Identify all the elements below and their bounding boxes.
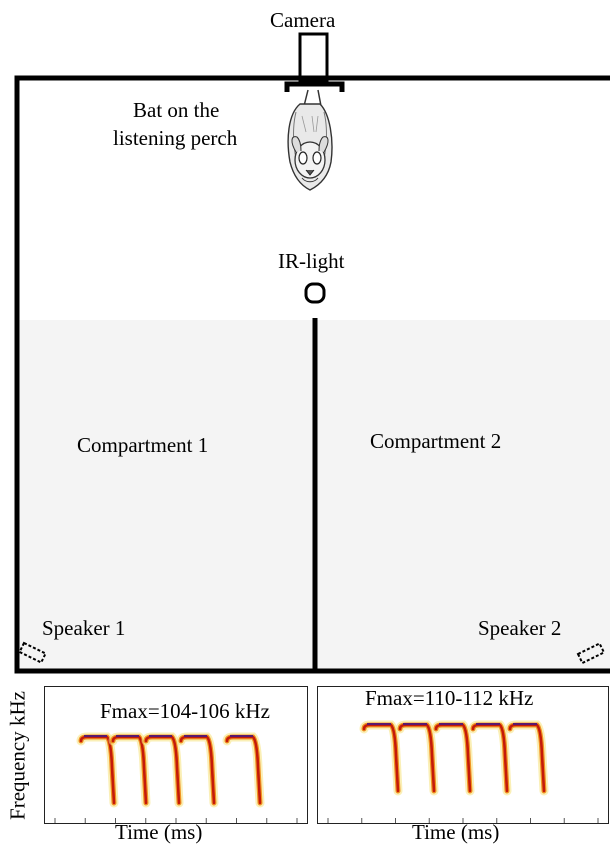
- call-group-2: [359, 720, 549, 796]
- ir-light-label: IR-light: [278, 249, 345, 273]
- ir-light-icon: [304, 282, 326, 304]
- camera-icon: [298, 32, 329, 82]
- fmax-label-1: Fmax=104-106 kHz: [100, 699, 270, 723]
- bat-label-line-1: Bat on the: [133, 98, 220, 122]
- bat-illustration: [287, 89, 333, 191]
- y-axis-label: Frequency kHz: [5, 691, 30, 820]
- fmax-label-2: Fmax=110-112 kHz: [365, 686, 534, 710]
- compartment-1-label: Compartment 1: [77, 433, 209, 457]
- setup-diagram: [14, 32, 610, 674]
- spectrogram-2: Fmax=110-112 kHz: [317, 686, 609, 824]
- x-axis-label-2: Time (ms): [412, 820, 500, 844]
- bat-label-line-2: listening perch: [113, 126, 238, 150]
- camera-label: Camera: [270, 8, 336, 32]
- x-ticks-1: [54, 818, 298, 823]
- speaker-1-label: Speaker 1: [42, 616, 126, 640]
- speaker-2-label: Speaker 2: [478, 616, 562, 640]
- spectrogram-1-calls: [54, 732, 298, 823]
- spectrogram-2-calls: [327, 720, 599, 823]
- call-group-1: [76, 732, 265, 808]
- x-ticks-2: [327, 818, 599, 823]
- compartment-2-label: Compartment 2: [370, 429, 502, 453]
- x-axis-label-1: Time (ms): [115, 820, 203, 844]
- spectrogram-1: Fmax=104-106 kHz: [44, 686, 308, 824]
- listening-perch: [284, 81, 345, 92]
